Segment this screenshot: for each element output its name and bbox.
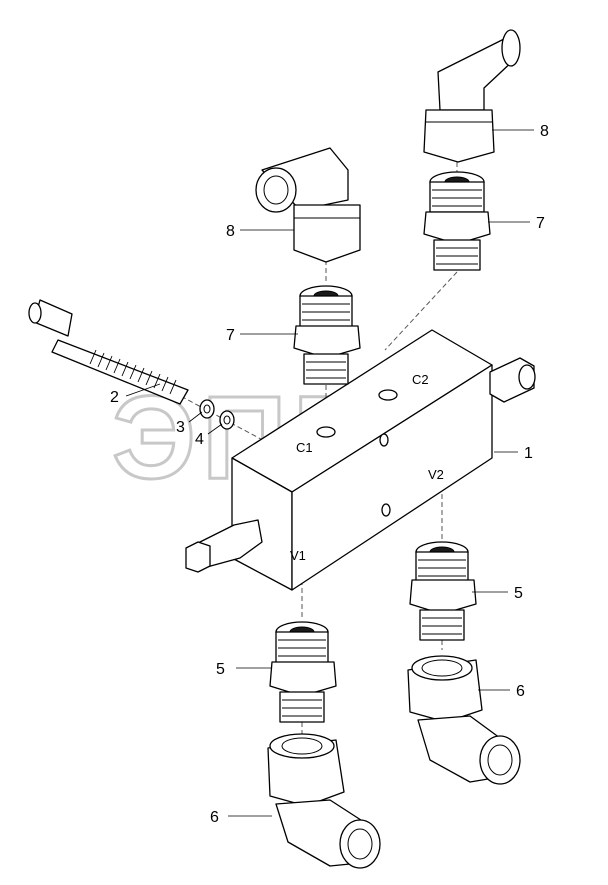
port-label-v2: V2 xyxy=(428,467,444,482)
callout-numbers: 1 2 3 4 5 5 6 6 7 7 8 8 xyxy=(110,123,549,826)
callout-3: 3 xyxy=(176,419,185,436)
callout-6-left: 6 xyxy=(210,809,219,826)
port-labels: C2 C1 V2 V1 xyxy=(290,372,444,563)
callout-8-right: 8 xyxy=(540,123,549,140)
callout-1: 1 xyxy=(524,445,533,462)
port-label-c2: C2 xyxy=(412,372,429,387)
elbow-right xyxy=(407,655,521,785)
nipple-top-right xyxy=(423,171,491,271)
elbow-top-left xyxy=(255,147,361,263)
callout-4: 4 xyxy=(195,431,204,448)
nipple-top-left xyxy=(293,285,361,385)
callout-7-left: 7 xyxy=(226,327,235,344)
callout-5-right: 5 xyxy=(514,585,523,602)
bolt xyxy=(28,299,189,405)
elbow-left xyxy=(267,733,381,869)
elbow-top-right xyxy=(423,29,521,163)
adapter-left xyxy=(269,621,337,723)
adapter-right xyxy=(409,541,477,641)
callout-8-left: 8 xyxy=(226,223,235,240)
callout-7-right: 7 xyxy=(536,215,545,232)
port-label-v1: V1 xyxy=(290,548,306,563)
callout-2: 2 xyxy=(110,389,119,406)
callout-6-right: 6 xyxy=(516,683,525,700)
washers xyxy=(199,399,235,430)
callout-5-left: 5 xyxy=(216,661,225,678)
port-label-c1: C1 xyxy=(296,440,313,455)
valve-block xyxy=(185,329,536,591)
leader-lines xyxy=(125,129,534,817)
